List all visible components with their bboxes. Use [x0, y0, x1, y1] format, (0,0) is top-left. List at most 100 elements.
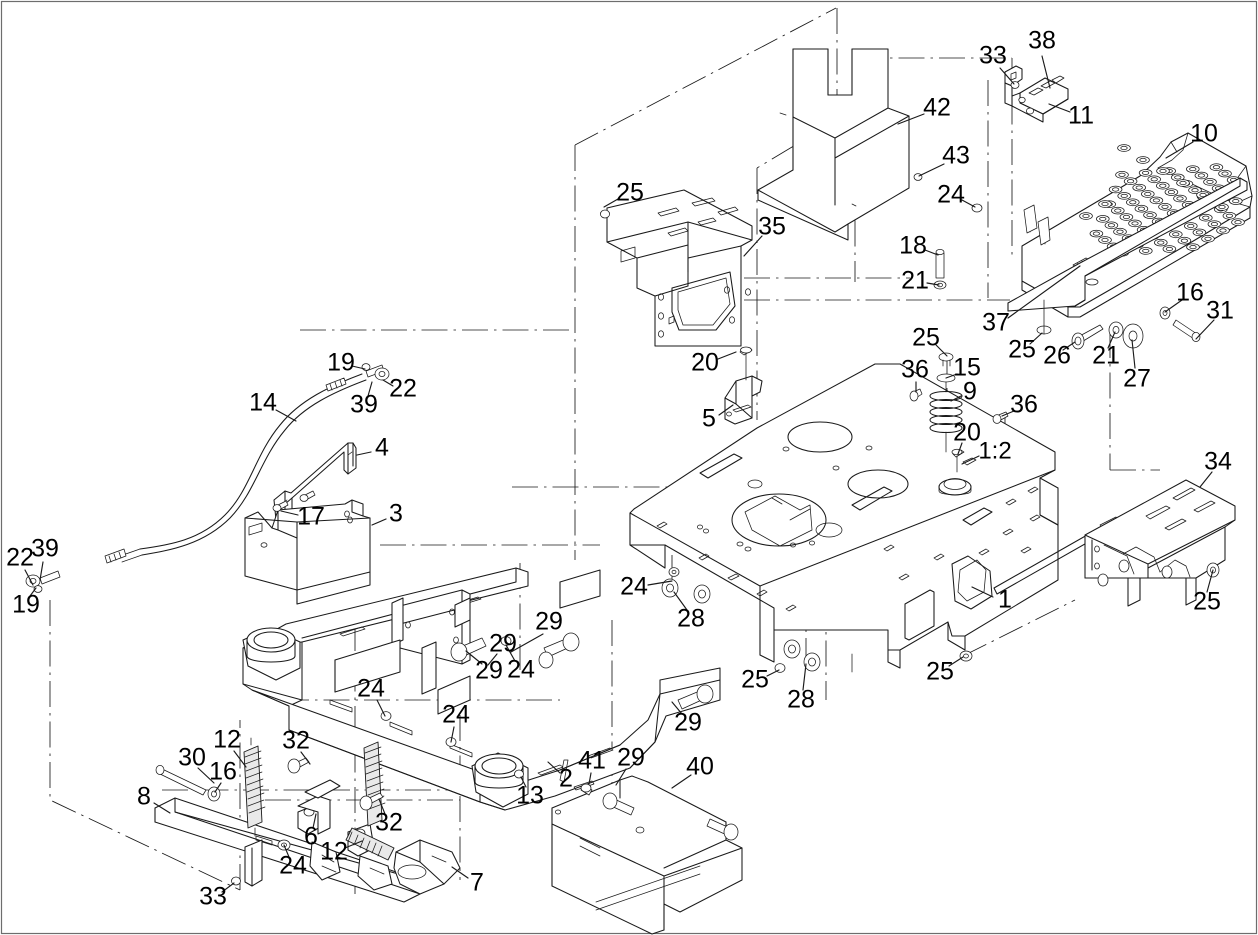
- callout-31: 31: [1195, 297, 1234, 340]
- screw-part-13: [514, 769, 524, 779]
- callout-number: 16: [209, 758, 237, 786]
- callout-20: 20: [691, 349, 737, 377]
- callout-18: 18: [899, 232, 939, 260]
- callout-leader: [961, 199, 976, 208]
- callout-34: 34: [1199, 448, 1232, 488]
- callout-number: 22: [6, 544, 34, 572]
- callout-number: 25: [1193, 588, 1221, 616]
- callout-36: 36: [901, 356, 929, 393]
- pedal-assembly: [154, 711, 461, 903]
- callout-leader: [153, 802, 171, 814]
- callout-12: 12: [213, 726, 247, 768]
- callout-leader: [1062, 341, 1076, 351]
- callout-leader: [671, 701, 683, 715]
- callout-number: 20: [691, 349, 719, 377]
- callout-number: 38: [1028, 27, 1056, 55]
- callout-leader: [221, 882, 235, 893]
- callout-35: 35: [743, 213, 786, 257]
- callout-leader: [29, 587, 37, 597]
- callout-number: 29: [489, 630, 517, 658]
- callout-number: 24: [279, 852, 307, 880]
- spring-part-12-upper: [243, 737, 266, 837]
- callout-leader: [743, 235, 763, 257]
- callout-number: 25: [616, 179, 644, 207]
- callout-12: 12: [320, 838, 363, 866]
- callout-number: 32: [375, 809, 403, 837]
- callout-number: 14: [249, 389, 277, 417]
- callout-number: 35: [758, 213, 786, 241]
- callout-leader: [376, 699, 386, 717]
- callout-25: 25: [926, 656, 964, 686]
- cable-part-14: [25, 363, 390, 593]
- callout-13: 13: [516, 776, 544, 810]
- callout-number: 29: [475, 657, 503, 685]
- callout-leader: [950, 395, 962, 402]
- callout-leader: [971, 586, 994, 598]
- callout-25: 25: [741, 666, 780, 694]
- callout-25: 25: [1193, 569, 1221, 616]
- main-deck-part-1: [629, 352, 1120, 673]
- callout-leader: [547, 761, 561, 774]
- callout-leader: [1199, 471, 1213, 488]
- callout-4: 4: [356, 434, 389, 462]
- callout-43: 43: [918, 142, 970, 177]
- callout-15: 15: [945, 354, 981, 382]
- callout-number: 3: [389, 500, 403, 528]
- callout-25: 25: [603, 179, 644, 208]
- callout-leader: [957, 442, 963, 455]
- callout-29: 29: [671, 701, 702, 737]
- callout-24: 24: [442, 701, 470, 743]
- callout-leader: [367, 381, 373, 397]
- support-rail-part-37: [933, 177, 1248, 350]
- callout-number: 24: [620, 573, 648, 601]
- callout-leader: [344, 840, 363, 849]
- callout-29: 29: [487, 630, 517, 666]
- callout-leader: [1164, 299, 1183, 313]
- callout-leader: [197, 767, 215, 784]
- callout-leader: [1041, 55, 1051, 89]
- callout-14: 14: [249, 389, 297, 422]
- callout-number: 24: [507, 656, 535, 684]
- callout-21: 21: [1092, 331, 1120, 370]
- callout-26: 26: [1043, 341, 1076, 370]
- callout-leader: [24, 569, 34, 586]
- callout-39: 39: [350, 381, 378, 419]
- callout-leader: [356, 451, 372, 456]
- callout-number: 25: [926, 658, 954, 686]
- callout-38: 38: [1028, 27, 1056, 89]
- callout-leader: [766, 669, 780, 677]
- callout-6: 6: [304, 813, 318, 851]
- callout-number: 31: [1206, 297, 1234, 325]
- callout-number: 34: [1204, 448, 1232, 476]
- callout-32: 32: [375, 798, 403, 837]
- callout-number: 9: [963, 378, 977, 406]
- callout-leader: [1165, 141, 1194, 159]
- callout-leader: [39, 561, 44, 581]
- frame-part-2: [242, 567, 721, 811]
- callout-3: 3: [371, 500, 403, 528]
- callout-leader: [371, 518, 387, 526]
- callout-number: 25: [741, 666, 769, 694]
- callout-leader: [465, 650, 483, 665]
- callout-number: 41: [578, 747, 606, 775]
- callout-37: 37: [982, 265, 1081, 337]
- callout-number: 11: [1068, 102, 1094, 130]
- bracket-part-5: [724, 346, 763, 425]
- callout-number: 6: [304, 823, 318, 851]
- callout-10: 10: [1165, 120, 1218, 159]
- callout-leader: [1131, 339, 1136, 369]
- callout-33: 33: [199, 882, 235, 911]
- callout-24: 24: [620, 573, 673, 601]
- callout-leader: [588, 772, 592, 785]
- callout-number: 40: [686, 753, 714, 781]
- callout-29: 29: [465, 650, 503, 685]
- callout-leader: [510, 633, 544, 653]
- callout-number: 10: [1190, 120, 1218, 148]
- callout-leader: [351, 365, 366, 370]
- callout-leader: [918, 163, 945, 177]
- callout-leader: [897, 113, 925, 125]
- callout-number: 24: [357, 675, 385, 703]
- callout-32: 32: [282, 727, 311, 765]
- callout-leader: [312, 813, 317, 829]
